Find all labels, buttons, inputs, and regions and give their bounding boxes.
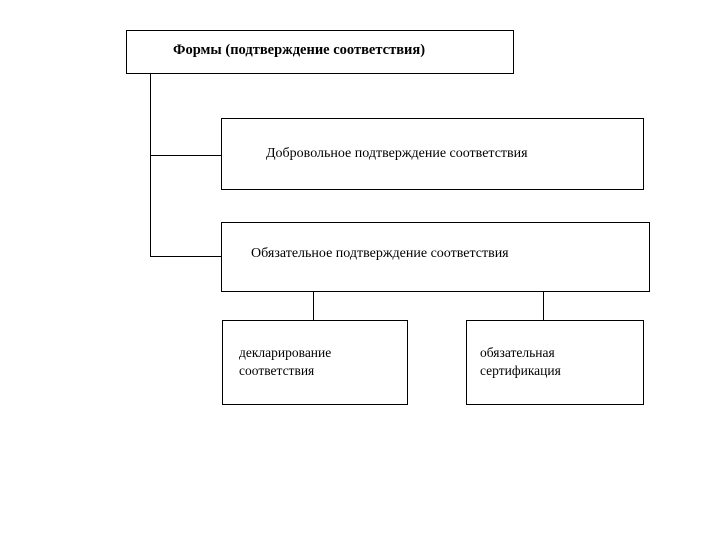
connector-mandatory-to-certification (543, 292, 544, 321)
node-mandatory-certification-label: обязательная сертификация (480, 345, 561, 379)
node-declaration-of-conformity: декларирование соответствия (222, 320, 408, 405)
connector-mandatory-to-declaration (313, 292, 314, 321)
node-root: Формы (подтверждение соответствия) (126, 30, 514, 74)
node-declaration-of-conformity-label: декларирование соответствия (239, 345, 332, 379)
node-voluntary-confirmation-label: Добровольное подтверждение соответствия (266, 146, 528, 161)
connector-root-to-mandatory (150, 256, 222, 257)
connector-root-trunk (150, 73, 151, 257)
node-mandatory-certification: обязательная сертификация (466, 320, 644, 405)
node-mandatory-confirmation: Обязательное подтверждение соответствия (221, 222, 650, 292)
node-voluntary-confirmation: Добровольное подтверждение соответствия (221, 118, 644, 190)
node-root-label: Формы (подтверждение соответствия) (173, 42, 426, 58)
connector-root-to-voluntary (150, 155, 222, 156)
node-mandatory-confirmation-label: Обязательное подтверждение соответствия (251, 246, 509, 261)
